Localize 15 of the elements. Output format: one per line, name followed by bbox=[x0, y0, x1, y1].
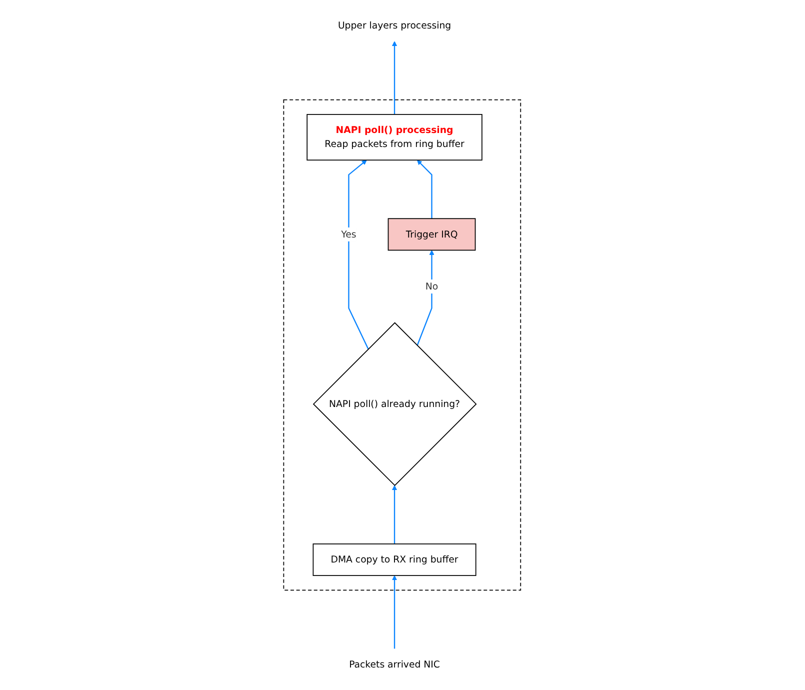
arrow bbox=[392, 485, 398, 544]
node-text: Upper layers processing bbox=[338, 20, 452, 31]
node-text: Packets arrived NIC bbox=[349, 658, 440, 670]
arrow bbox=[348, 160, 370, 350]
node-box: NAPI poll() processing Reap packets from ring buffer bbox=[307, 114, 483, 161]
edge-label: No bbox=[426, 280, 438, 292]
node-diamond: NAPI poll() already running? bbox=[313, 322, 478, 486]
arrow bbox=[392, 41, 398, 114]
arrow bbox=[417, 250, 435, 346]
node-box: DMA copy to RX ring buffer bbox=[313, 543, 477, 576]
arrow bbox=[417, 160, 433, 219]
node-box: Trigger IRQ bbox=[388, 218, 476, 251]
arrow bbox=[392, 575, 398, 649]
edge-label: Yes bbox=[342, 228, 357, 240]
cluster bbox=[284, 99, 522, 591]
